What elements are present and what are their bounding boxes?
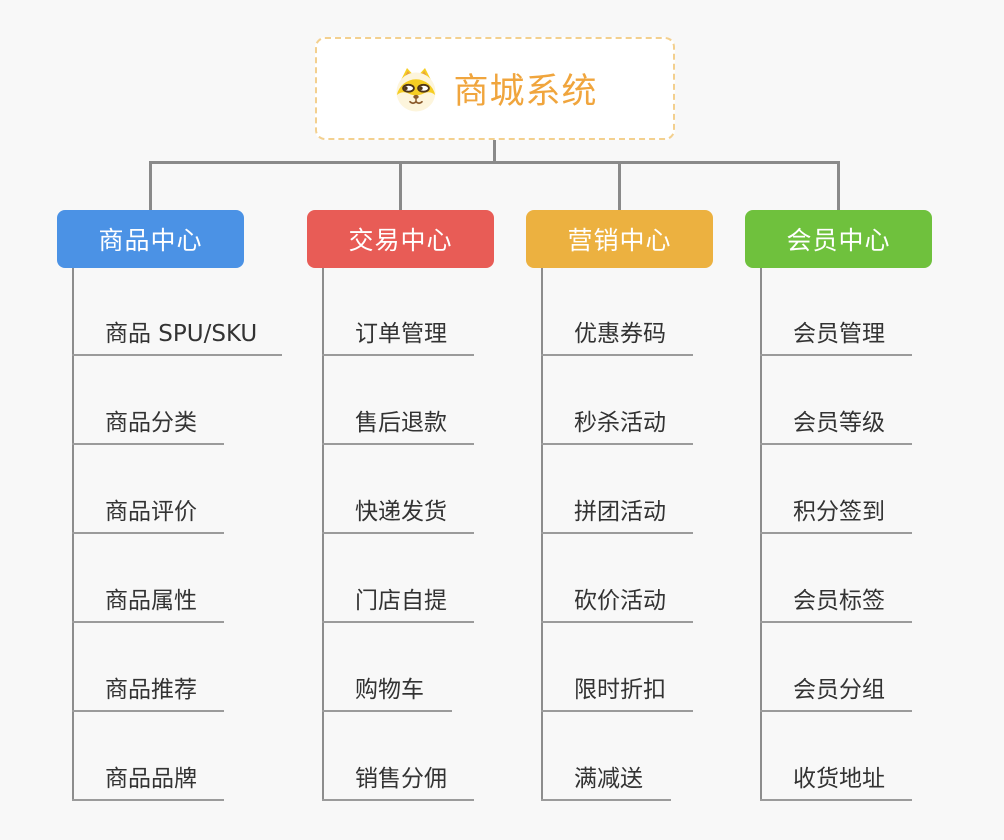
leaf-node[interactable]: 积分签到 [760, 493, 912, 534]
branch-label: 会员中心 [786, 226, 891, 255]
leaf-node[interactable]: 会员等级 [760, 404, 912, 445]
branch-spine [760, 268, 762, 801]
leaf-node[interactable]: 砍价活动 [541, 582, 693, 623]
leaf-node[interactable]: 销售分佣 [322, 760, 474, 801]
connector-root-stub [493, 140, 496, 163]
root-label: 商城系统 [453, 72, 598, 112]
branch-spine [72, 268, 74, 801]
connector-drop [837, 161, 840, 210]
leaf-node[interactable]: 购物车 [322, 671, 452, 712]
leaf-node[interactable]: 秒杀活动 [541, 404, 693, 445]
leaf-node[interactable]: 会员分组 [760, 671, 912, 712]
connector-rail [149, 161, 840, 164]
branch-spine [541, 268, 543, 801]
leaf-node[interactable]: 订单管理 [322, 315, 474, 356]
connector-drop [149, 161, 152, 210]
leaf-node[interactable]: 门店自提 [322, 582, 474, 623]
leaf-node[interactable]: 快递发货 [322, 493, 474, 534]
branch-spine [322, 268, 324, 801]
leaf-node[interactable]: 拼团活动 [541, 493, 693, 534]
leaf-node[interactable]: 优惠券码 [541, 315, 693, 356]
leaf-node[interactable]: 会员管理 [760, 315, 912, 356]
leaf-node[interactable]: 售后退款 [322, 404, 474, 445]
branch-node-trade-center[interactable]: 交易中心 [307, 210, 494, 268]
leaf-node[interactable]: 商品属性 [72, 582, 224, 623]
branch-label: 交易中心 [348, 226, 453, 255]
branch-node-marketing-center[interactable]: 营销中心 [526, 210, 713, 268]
leaf-node[interactable]: 商品品牌 [72, 760, 224, 801]
leaf-node[interactable]: 商品推荐 [72, 671, 224, 712]
leaf-node[interactable]: 收货地址 [760, 760, 912, 801]
leaf-node[interactable]: 商品分类 [72, 404, 224, 445]
leaf-node[interactable]: 商品 SPU/SKU [72, 315, 282, 356]
branch-label: 营销中心 [567, 226, 672, 255]
root-node[interactable]: 商城系统 [315, 37, 675, 140]
connector-drop [618, 161, 621, 210]
leaf-node[interactable]: 商品评价 [72, 493, 224, 534]
connector-drop [399, 161, 402, 210]
branch-node-product-center[interactable]: 商品中心 [57, 210, 244, 268]
branch-node-member-center[interactable]: 会员中心 [745, 210, 932, 268]
leaf-node[interactable]: 限时折扣 [541, 671, 693, 712]
leaf-node[interactable]: 会员标签 [760, 582, 912, 623]
branch-label: 商品中心 [98, 226, 203, 255]
dog-face-icon [392, 65, 440, 113]
leaf-node[interactable]: 满减送 [541, 760, 671, 801]
